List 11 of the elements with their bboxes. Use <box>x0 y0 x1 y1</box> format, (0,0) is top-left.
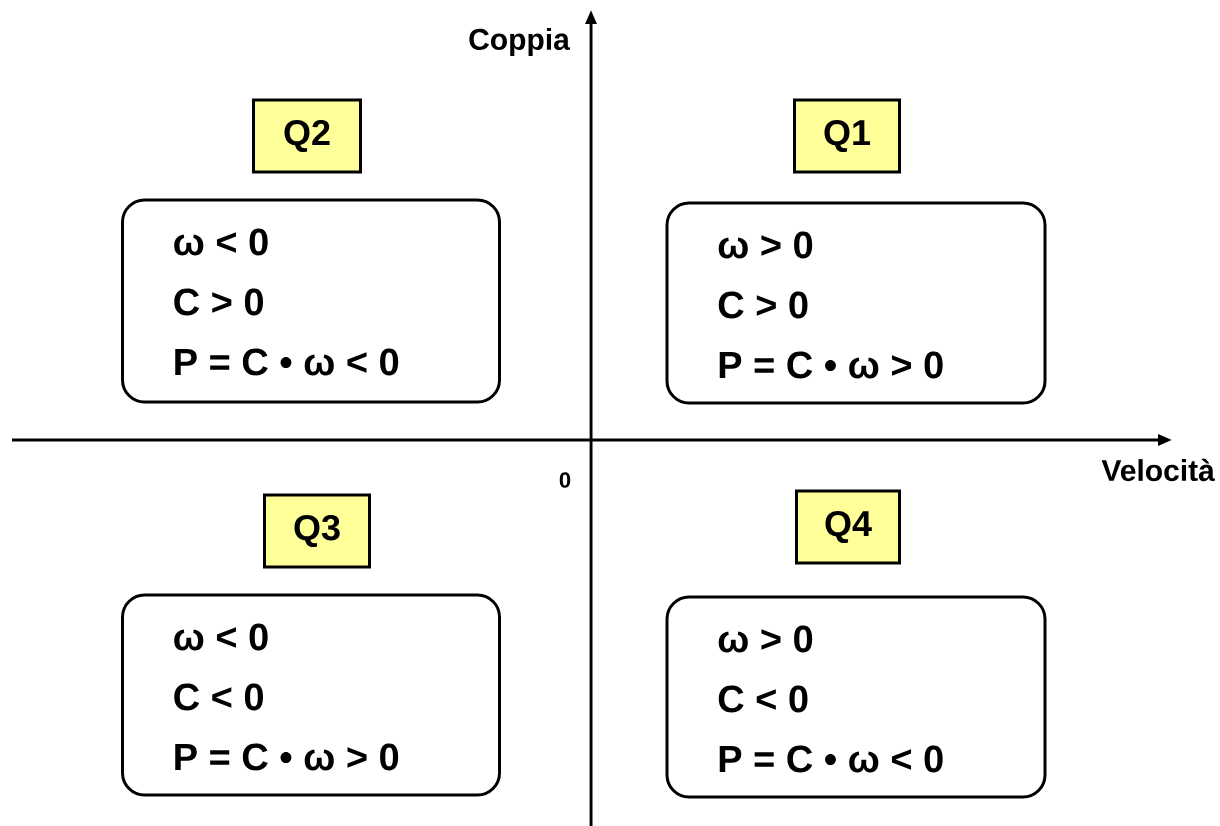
condition-box: ω < 0 C > 0 P = C • ω < 0 <box>121 198 501 404</box>
quadrant-label: Q3 <box>263 493 371 569</box>
quadrant-label: Q2 <box>252 98 362 174</box>
origin-label: 0 <box>559 472 571 488</box>
condition-box: ω > 0 C < 0 P = C • ω < 0 <box>665 595 1047 799</box>
axis-label: Coppia <box>469 28 570 56</box>
axis-label: Velocità <box>1101 458 1215 482</box>
condition-box: ω < 0 C < 0 P = C • ω > 0 <box>121 593 501 797</box>
quadrant-label: Q4 <box>795 489 901 565</box>
quadrant-label: Q1 <box>793 98 901 174</box>
condition-box: ω > 0 C > 0 P = C • ω > 0 <box>665 201 1047 405</box>
